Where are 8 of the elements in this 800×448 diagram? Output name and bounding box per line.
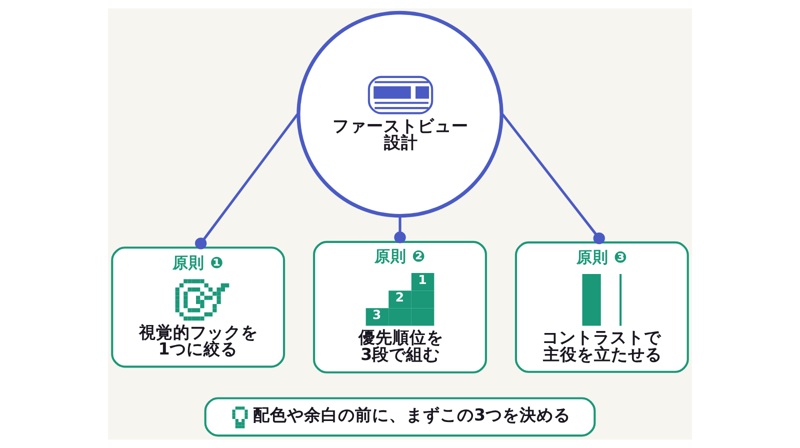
- connector: [194, 113, 299, 250]
- node-circle: ファーストビュー設計: [296, 10, 504, 218]
- connector: [394, 216, 406, 244]
- node-box: 原則 ❷ 1 2 3 優先順位を3段で組む: [313, 240, 487, 374]
- node-box: 原則 ❸ コントラストで主役を立たせる: [514, 241, 689, 373]
- connector: [501, 113, 605, 244]
- node-box: 原則 ❶ 視覚的フックを1つに絞る: [111, 246, 286, 368]
- node-box: 配色や余白の前に、まずこの3つを決める: [204, 397, 596, 437]
